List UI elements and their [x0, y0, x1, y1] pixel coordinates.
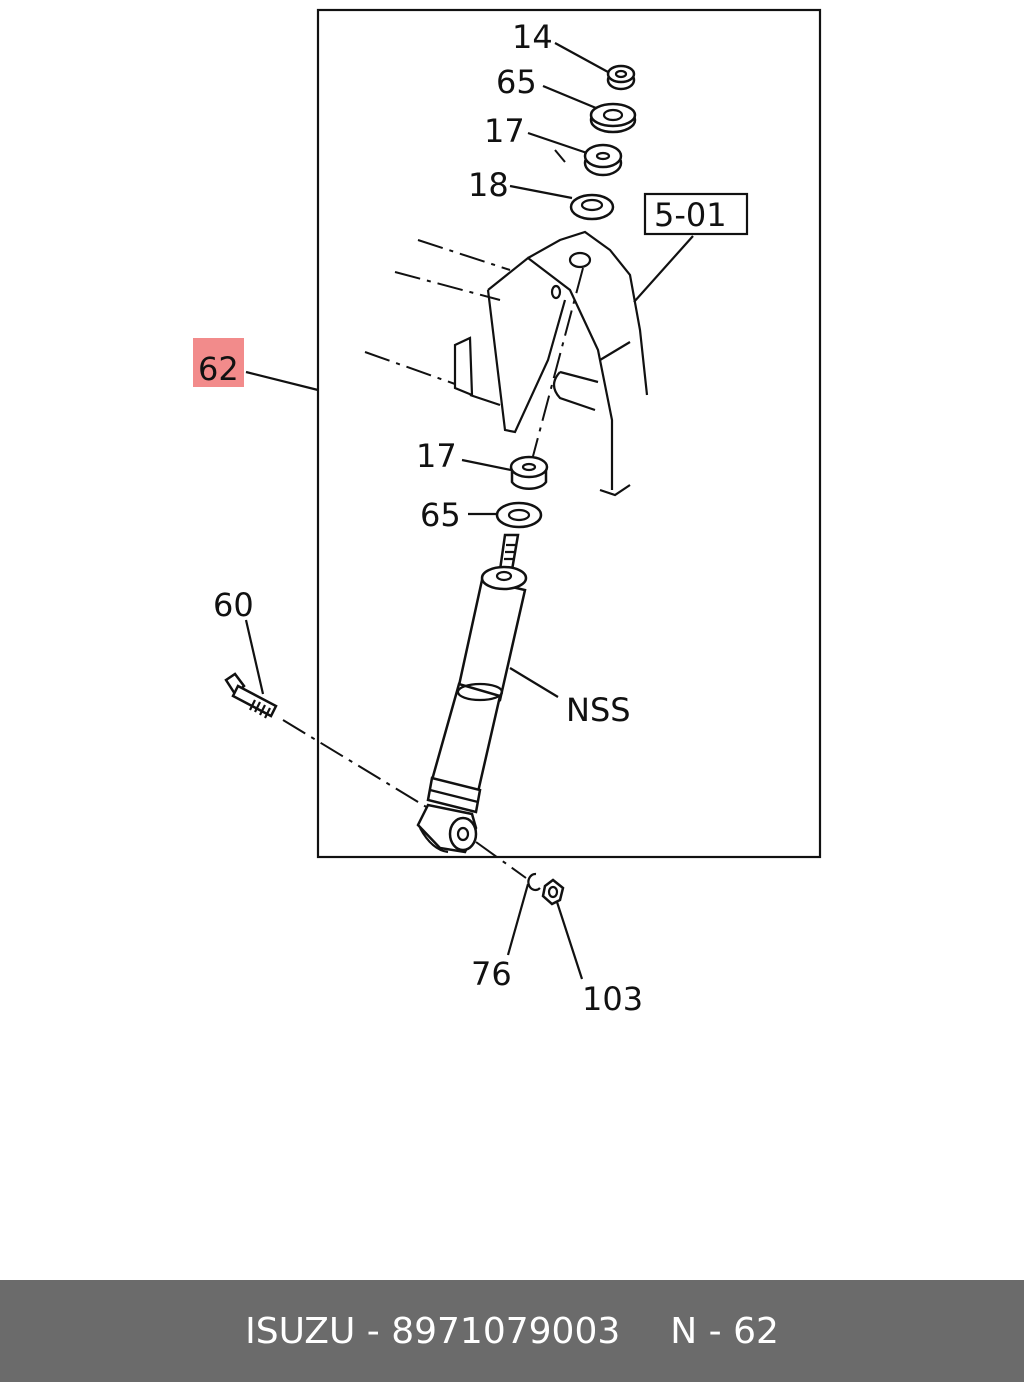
washer-18-part — [569, 193, 615, 221]
footer-brand: ISUZU — [245, 1310, 356, 1352]
chassis-bracket — [364, 149, 649, 497]
leader-lines — [244, 42, 694, 980]
lock-washer-76-part — [527, 872, 541, 892]
nut-14-part — [606, 64, 636, 91]
bushing-17-top-part — [583, 143, 623, 177]
washer-65-top-part — [589, 102, 637, 134]
callout-60: 60 — [213, 586, 254, 624]
nut-103-part — [541, 878, 565, 906]
callout-17-mid: 17 — [416, 437, 457, 475]
callout-65-mid: 65 — [420, 496, 461, 534]
callout-103: 103 — [582, 980, 643, 1018]
bolt-60-part — [224, 672, 527, 879]
callout-17-top: 17 — [484, 112, 525, 150]
callout-65-top: 65 — [496, 63, 537, 101]
reference-box — [643, 192, 749, 236]
footer-page-label: N - 62 — [670, 1310, 779, 1352]
callout-76: 76 — [471, 955, 512, 993]
bushing-17-mid-part — [509, 455, 549, 490]
callout-62-highlight — [193, 338, 244, 387]
footer-separator: - — [366, 1310, 380, 1352]
footer-bar: ISUZU - 8971079003 N - 62 — [0, 1280, 1024, 1382]
callout-nss: NSS — [566, 691, 631, 729]
washer-65-mid-part — [495, 501, 543, 529]
assembly-frame — [316, 8, 822, 859]
callout-62: 62 — [198, 350, 239, 388]
footer-part-number: 8971079003 — [391, 1310, 621, 1352]
callout-18: 18 — [468, 166, 509, 204]
callout-14: 14 — [512, 18, 553, 56]
shock-absorber-part — [416, 533, 528, 854]
parts-diagram: 14 65 17 18 5-01 62 17 65 60 NSS 76 103 — [193, 8, 822, 1018]
reference-label[interactable]: 5-01 — [654, 196, 727, 234]
